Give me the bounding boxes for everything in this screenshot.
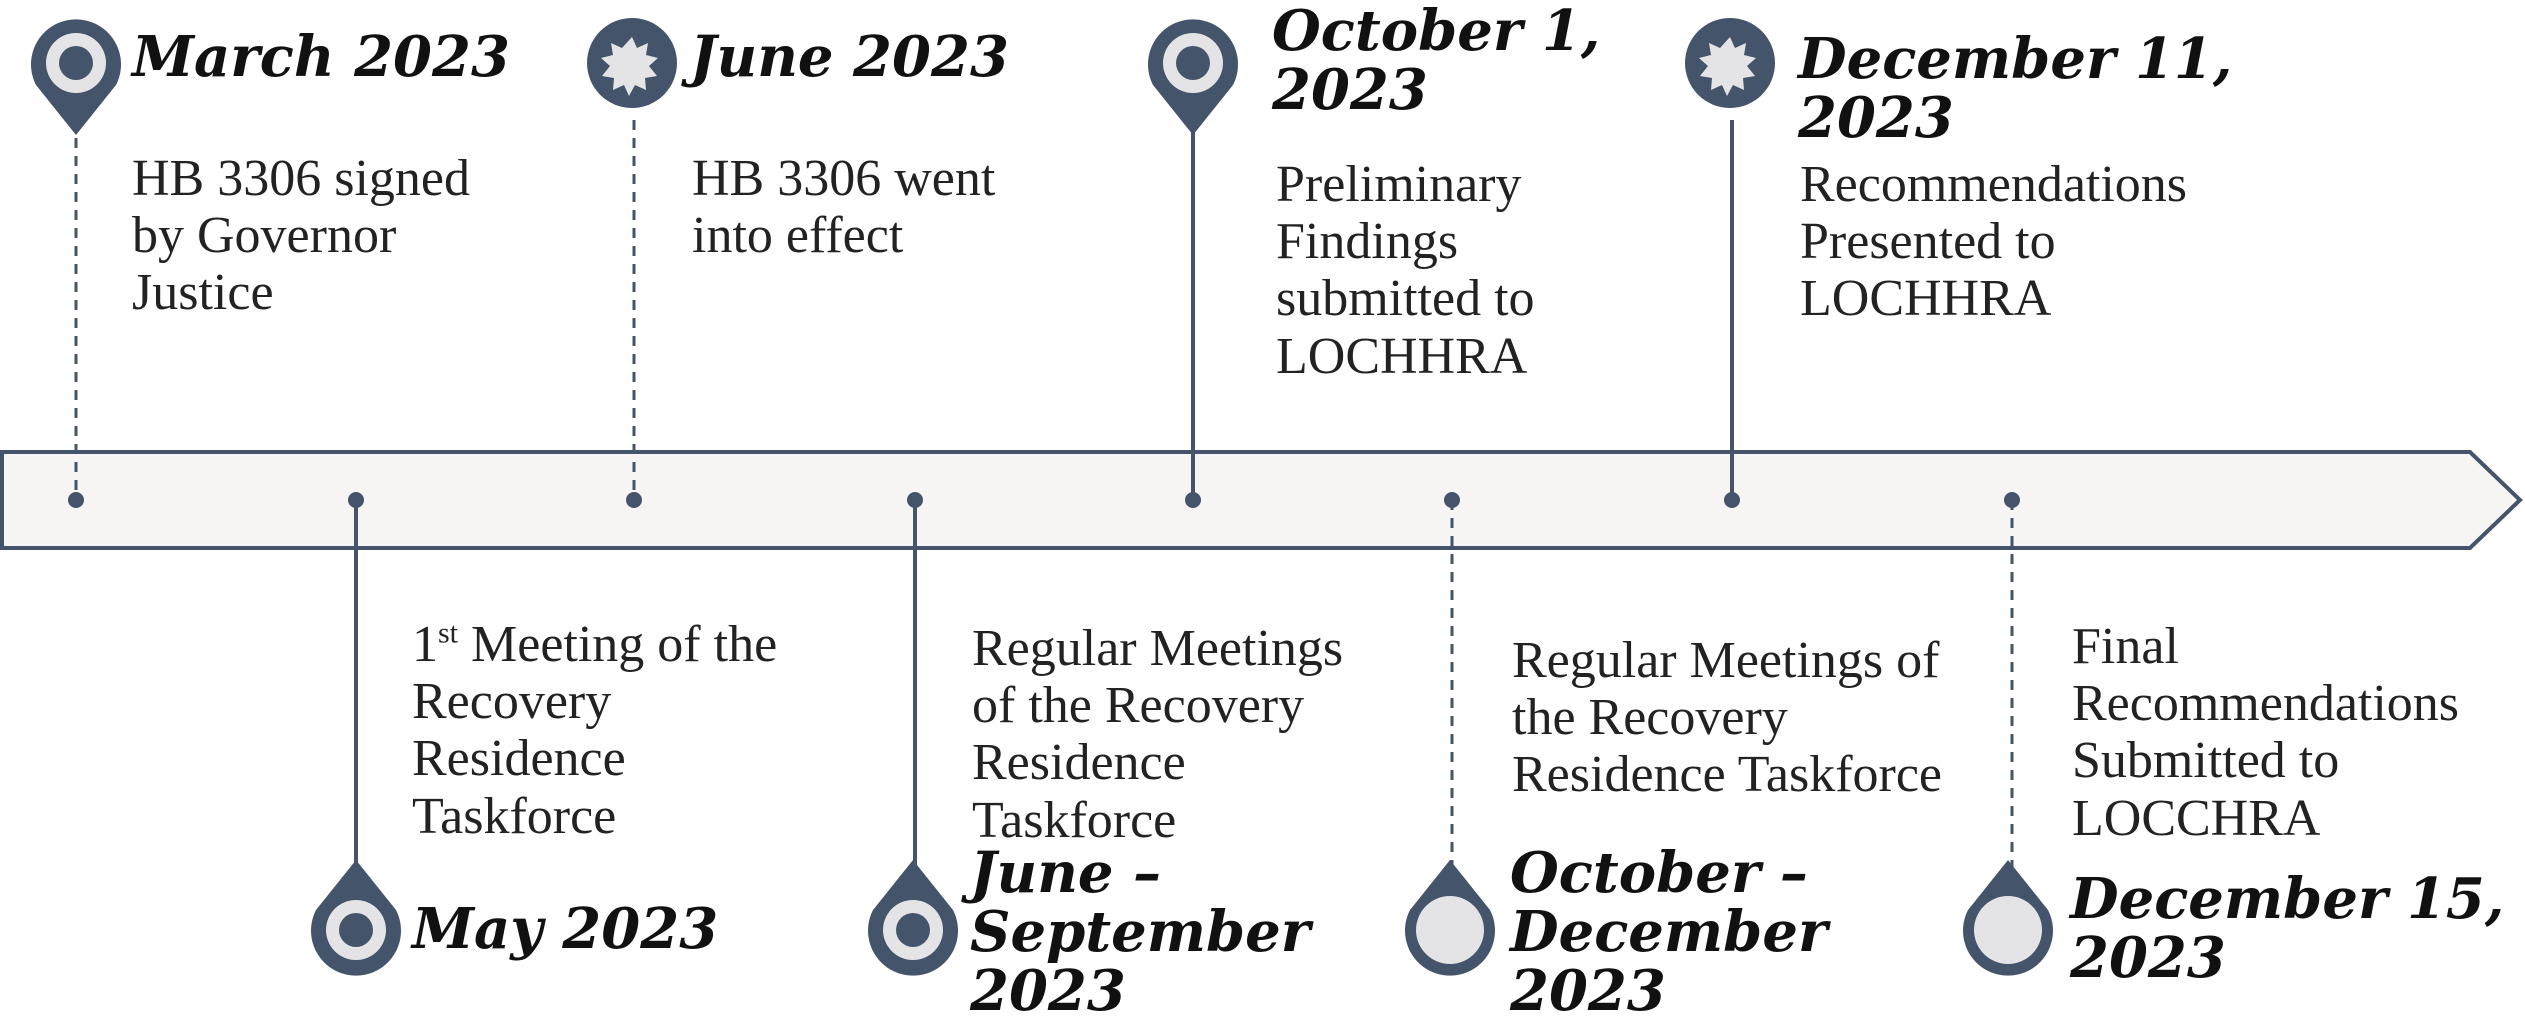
milestone-date-dec11: December 11, 2023 [1798,26,2233,151]
timeline-dot [1444,492,1460,508]
location-pin-icon [1148,19,1238,135]
milestone-date-oct1: October 1, 2023 [1272,0,1601,123]
timeline-dot [1724,492,1740,508]
milestone-description-dec11: Recommendations Presented to LOCHHRA [1800,156,2188,328]
timeline-arrow-bar [0,450,2523,550]
starburst-icon [1685,18,1775,108]
timeline-dot [2004,492,2020,508]
timeline-dot [348,492,364,508]
milestone-description-march: HB 3306 signed by Governor Justice [132,150,470,322]
milestone-description-oct1: Preliminary Findings submitted to LOCHHR… [1276,156,1535,385]
milestone-date-oct-dec: October – December 2023 [1510,840,1828,1024]
location-pin-icon [1405,860,1495,976]
location-pin-icon [311,860,401,976]
timeline-dot [907,492,923,508]
milestone-description-may-text: Meeting of the Recovery Residence Taskfo… [412,616,778,845]
milestone-description-june: HB 3306 went into effect [692,150,996,265]
milestone-date-march: March 2023 [132,24,510,90]
location-pin-icon [31,19,121,136]
timeline-dot [1185,492,1201,508]
milestone-date-june: June 2023 [690,24,1009,90]
starburst-icon [587,18,677,108]
milestone-description-may-prefix: 1 [412,616,438,673]
milestone-date-dec15: December 15, 2023 [2070,866,2505,991]
milestone-date-may: May 2023 [412,896,719,962]
milestone-description-dec15: Final Recommendations Submitted to LOCCH… [2072,618,2460,847]
milestone-description-may: 1st Meeting of the Recovery Residence Ta… [412,616,777,845]
location-pin-icon [1962,860,2053,976]
milestone-description-oct-dec: Regular Meetings of the Recovery Residen… [1512,632,1942,804]
milestone-date-jun-sep: June – September 2023 [970,840,1311,1024]
milestone-description-jun-sep: Regular Meetings of the Recovery Residen… [972,620,1344,849]
location-pin-icon [868,860,958,976]
milestone-description-may-sup: st [438,616,459,650]
timeline-dot [68,492,84,508]
timeline-dot [626,492,642,508]
